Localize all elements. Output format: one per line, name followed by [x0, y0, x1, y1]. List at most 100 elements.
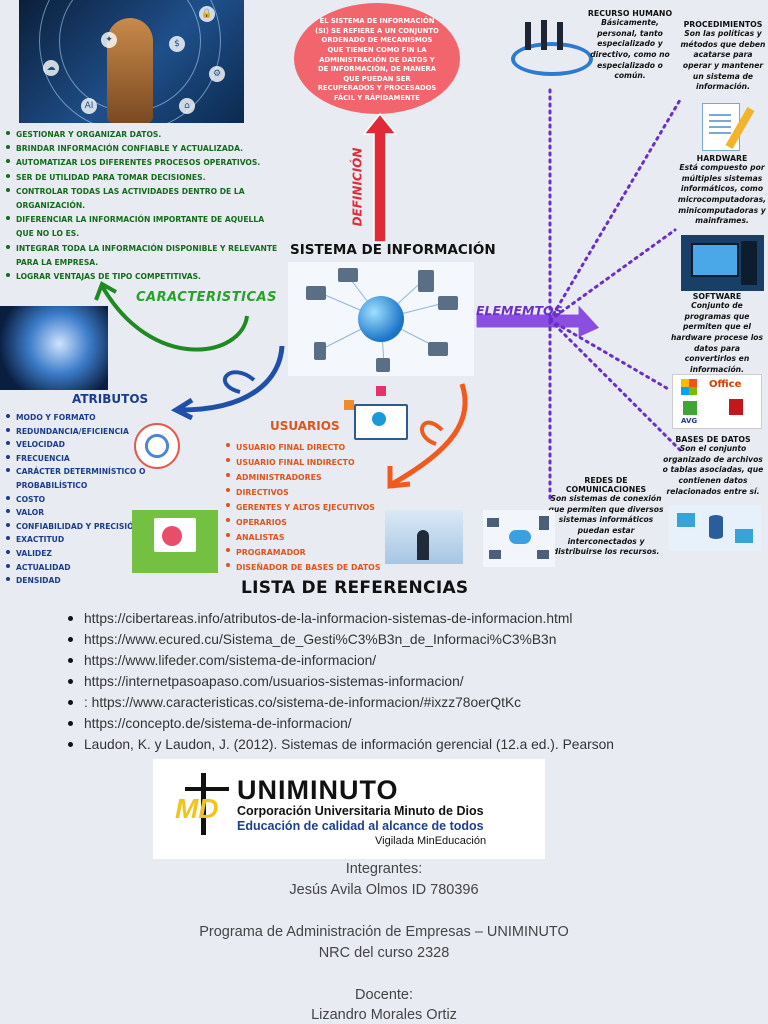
element-title: HARDWARE — [696, 154, 748, 163]
logo-line3: Vigilada MinEducación — [375, 835, 487, 847]
monitor-icon — [691, 243, 739, 277]
database-image — [669, 505, 761, 551]
list-item: Usuario final directo — [224, 440, 394, 455]
user-icon — [372, 412, 386, 426]
uniminuto-logo: MD UNIMINUTO Corporación Universitaria M… — [153, 759, 545, 859]
laptop-icon — [438, 296, 458, 310]
element-title: BASES DE DATOS — [675, 435, 751, 444]
element-procedures: PROCEDIMIENTOS Son las políticas y métod… — [680, 20, 766, 93]
element-databases: BASES DE DATOS Son el conjunto organizad… — [660, 435, 766, 497]
list-item: Exactitud — [4, 533, 214, 547]
windows-icon — [681, 379, 697, 395]
list-item: Automatizar los diferentes procesos oper… — [4, 156, 284, 170]
list-item: Modo y formato — [4, 411, 214, 425]
list-item: Carácter determinístico o probabilístico — [4, 465, 214, 492]
definition-label-wrap: DEFINICIÓN — [330, 140, 390, 240]
person-icon — [557, 22, 563, 50]
business-person-image — [385, 510, 463, 564]
globe-icon — [358, 296, 404, 342]
definition-oval: El sistema de información (SI) se refier… — [294, 3, 460, 114]
computer-image — [681, 235, 764, 291]
definition-text: El sistema de información (SI) se refier… — [315, 17, 439, 103]
network-cloud-image — [483, 510, 555, 567]
list-item: Programador — [224, 545, 394, 560]
elements-title: ELEMEMTOS — [476, 303, 563, 318]
laptop-icon — [428, 342, 448, 356]
users-title: USUARIOS — [270, 419, 340, 433]
element-text: Son sistemas de conexión que permiten qu… — [548, 494, 664, 557]
element-text: Son las políticas y métodos que deben ac… — [680, 29, 766, 92]
software-logos-image: Office AVG — [672, 374, 762, 429]
cart-icon: ⚙ — [209, 66, 225, 82]
globe-icon — [134, 423, 180, 469]
person-icon — [525, 22, 531, 50]
phone-icon — [314, 342, 326, 360]
element-text: Está compuesto por múltiples sistemas in… — [677, 163, 767, 226]
server-icon — [418, 270, 434, 292]
reference-item: https://www.ecured.cu/Sistema_de_Gesti%C… — [66, 629, 766, 650]
office-logo: Office — [709, 379, 742, 390]
list-item: Frecuencia — [4, 452, 214, 466]
docente-label: Docente: — [354, 987, 414, 1003]
cloud-icon — [509, 530, 531, 544]
course-nrc: NRC del curso 2328 — [318, 945, 450, 961]
network-image — [288, 262, 474, 376]
attributes-title: ATRIBUTOS — [72, 392, 149, 406]
cloud-icon: ☁ — [43, 60, 59, 76]
teacher-name: Lizandro Morales Ortiz — [311, 1007, 457, 1023]
human-resource-image — [503, 18, 593, 76]
users-list: Usuario final directo Usuario final indi… — [224, 440, 394, 575]
logo-line2: Educación de calidad al alcance de todos — [237, 819, 484, 833]
list-item: Valor — [4, 506, 214, 520]
logo-mark: MD — [175, 773, 233, 835]
person-silhouette — [417, 530, 429, 560]
square-icon — [376, 386, 386, 396]
element-title: RECURSO HUMANO — [587, 9, 673, 18]
list-item: Confiabilidad y precisión — [4, 520, 214, 534]
program-name: Programa de Administración de Empresas –… — [199, 924, 569, 940]
list-item: Usuario final indirecto — [224, 455, 394, 470]
screen-icon — [735, 529, 753, 543]
pie-icon — [162, 526, 182, 546]
list-item: Diseñador de bases de datos — [224, 560, 394, 575]
element-title: REDES DE COMUNICACIONES — [565, 476, 647, 494]
list-item: Redundancia/Eficiencia — [4, 425, 214, 439]
attributes-arrow — [170, 345, 285, 420]
users-arrow — [387, 383, 468, 489]
list-item: Diferenciar la información importante de… — [4, 213, 284, 241]
ai-icon: AI — [81, 98, 97, 114]
element-software: SOFTWARE Conjunto de programas que permi… — [668, 292, 766, 375]
element-text: Básicamente, personal, tanto especializa… — [590, 18, 670, 81]
list-item: Validez — [4, 547, 214, 561]
ai-face-image — [0, 306, 108, 390]
logo-name: UNIMINUTO — [237, 775, 399, 805]
database-icon — [709, 515, 723, 539]
avg-logo: AVG — [681, 417, 698, 425]
definition-label: DEFINICIÓN — [350, 147, 365, 227]
computer-icon — [338, 268, 358, 282]
list-item: Administradores — [224, 470, 394, 485]
list-item: Gestionar y organizar datos. — [4, 128, 284, 142]
ring-icon — [511, 42, 593, 76]
list-item: Velocidad — [4, 438, 214, 452]
square-icon — [344, 400, 354, 410]
doc-lines — [709, 114, 731, 116]
lock-icon: 🔒 — [199, 6, 215, 22]
elements-connectors — [548, 88, 682, 502]
hero-image: AI $ ✦ ⌂ 🔒 ☁ ⚙ — [19, 0, 244, 123]
network-icon: ✦ — [101, 32, 117, 48]
integrantes-label: Integrantes: — [345, 861, 423, 877]
windows-icon — [683, 401, 697, 415]
element-networks: REDES DE COMUNICACIONES Son sistemas de … — [548, 476, 664, 558]
list-item: Operarios — [224, 515, 394, 530]
references-title: LISTA DE REFERENCIAS — [241, 578, 469, 598]
characteristics-arrow — [94, 281, 249, 352]
reference-item: https://cibertareas.info/atributos-de-la… — [66, 608, 766, 629]
list-item: Brindar información confiable y actualiz… — [4, 142, 284, 156]
element-text: Son el conjunto organizado de archivos o… — [662, 444, 764, 496]
person-icon — [541, 20, 547, 50]
reference-item: https://www.lifeder.com/sistema-de-infor… — [66, 650, 766, 671]
element-text: Conjunto de programas que permiten que e… — [670, 301, 764, 374]
list-item: Lograr ventajas de tipo competitivas. — [4, 270, 284, 284]
list-item: Actualidad — [4, 561, 214, 575]
